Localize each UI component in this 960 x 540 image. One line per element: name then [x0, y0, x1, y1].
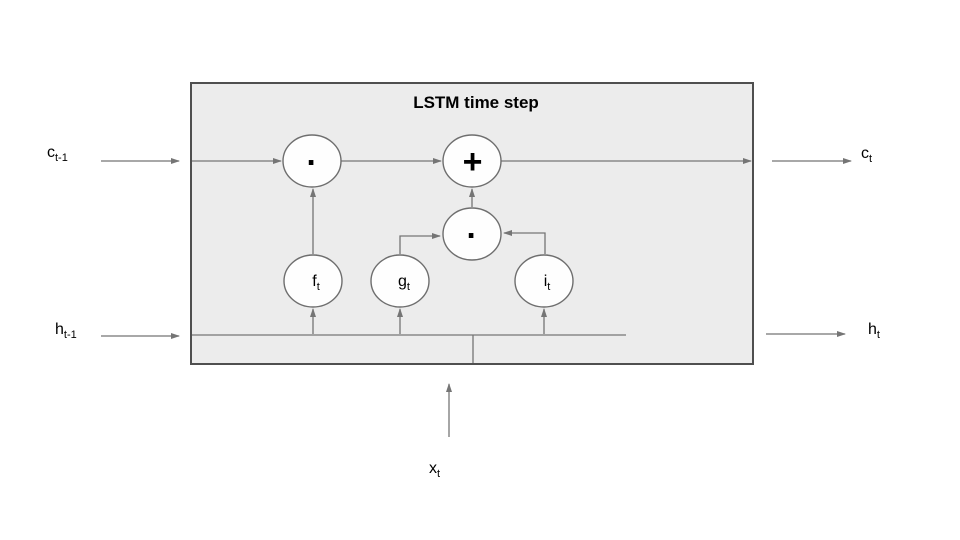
label-hidden-state-in-sub: t-1 — [63, 329, 77, 341]
multiply-operator-forget: · — [307, 144, 318, 181]
label-cell-state-in-sub: t-1 — [55, 152, 68, 164]
label-hidden-state-in: ht-1 — [55, 321, 77, 341]
label-cell-state-out: ct — [861, 145, 872, 165]
label-input-x: xt — [429, 460, 440, 480]
label-candidate-gate-sub: t — [406, 281, 410, 293]
label-cell-state-in-main: c — [47, 144, 55, 161]
label-hidden-state-out-main: h — [868, 321, 877, 338]
edge-input-gate-to-multiply — [503, 230, 546, 254]
label-forget-gate: ft — [312, 273, 320, 293]
edge-candidate-to-multiply — [399, 233, 441, 254]
label-forget-gate-main: f — [312, 273, 317, 290]
label-input-gate-sub: t — [547, 281, 551, 293]
node-forget-gate — [283, 254, 343, 308]
add-operator: + — [463, 143, 483, 181]
node-multiply-input — [442, 207, 502, 261]
label-input-gate-main: i — [543, 273, 548, 290]
diagram-title: LSTM time step — [413, 93, 539, 112]
label-forget-gate-sub: t — [316, 281, 320, 293]
label-cell-state-out-sub: t — [869, 153, 873, 165]
node-add — [442, 134, 502, 188]
label-hidden-state-out: ht — [868, 321, 880, 341]
label-input-gate: it — [543, 273, 551, 293]
label-candidate-gate: gt — [398, 273, 410, 293]
label-cell-state-out-main: c — [861, 145, 869, 162]
label-input-x-sub: t — [437, 468, 441, 480]
label-candidate-gate-main: g — [398, 273, 407, 290]
label-cell-state-in: ct-1 — [47, 144, 68, 164]
node-multiply-forget — [282, 134, 342, 188]
label-hidden-state-in-main: h — [55, 321, 64, 338]
node-candidate-gate — [370, 254, 430, 308]
label-input-x-main: x — [429, 460, 437, 477]
label-hidden-state-out-sub: t — [876, 329, 880, 341]
node-input-gate — [514, 254, 574, 308]
multiply-operator-input: · — [467, 217, 478, 254]
